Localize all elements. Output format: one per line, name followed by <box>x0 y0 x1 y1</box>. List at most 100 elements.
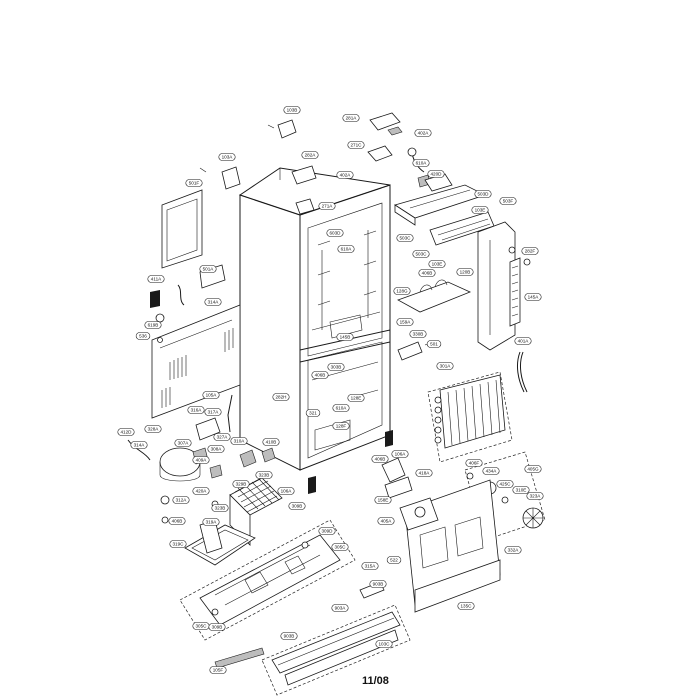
part-label-bubble <box>305 409 321 417</box>
part-label-bubble <box>524 465 542 473</box>
part-label-bubble <box>396 234 414 242</box>
part-label: 409A <box>192 456 210 464</box>
part-label-bubble <box>208 623 226 631</box>
part-label-bubble <box>301 151 319 159</box>
part-label-bubble <box>213 433 231 441</box>
part-label: 610A <box>412 159 430 167</box>
ice-maker-housing <box>477 221 531 351</box>
part-label-bubble <box>369 580 387 588</box>
part-label: 903B <box>280 632 298 640</box>
part-label-text: 145B <box>340 335 351 340</box>
part-label-text: 135C <box>461 604 473 609</box>
part-label-text: 305C <box>335 545 347 550</box>
part-label: 305C <box>331 543 349 551</box>
part-label: 319A <box>202 518 220 526</box>
part-label: 610A <box>337 245 355 253</box>
part-label: 159A <box>396 318 414 326</box>
part-label-bubble <box>336 171 354 179</box>
part-label-bubble <box>172 496 190 504</box>
part-label-text: 308A <box>211 447 223 452</box>
part-label-text: 103C <box>379 642 391 647</box>
part-label-text: 903B <box>284 634 295 639</box>
part-label: 434A <box>482 467 500 475</box>
part-label: 309D <box>318 527 336 535</box>
part-label-bubble <box>409 330 427 338</box>
part-label-bubble <box>482 467 500 475</box>
part-label: 603D <box>326 229 344 237</box>
part-label-text: 309D <box>322 529 334 534</box>
part-label: 310E <box>512 486 530 494</box>
part-label-text: 406F <box>469 461 480 466</box>
part-label: 536 <box>135 332 151 340</box>
part-label-bubble <box>377 517 395 525</box>
part-label-bubble <box>524 293 542 301</box>
part-label: 314A <box>204 298 222 306</box>
part-label: 282A <box>301 151 319 159</box>
part-label-text: 327A <box>217 435 229 440</box>
refrigerator-cabinet <box>238 167 391 471</box>
part-label-text: 301A <box>440 364 452 369</box>
part-label-text: 321 <box>309 411 317 416</box>
leveling-legs <box>308 430 393 494</box>
part-label: 323B <box>255 471 273 479</box>
part-label: 103B <box>283 106 301 114</box>
part-label-bubble <box>202 518 220 526</box>
part-label-text: 619B <box>148 323 159 328</box>
part-label: 145A <box>524 293 542 301</box>
part-label-text: 317A <box>208 410 220 415</box>
part-label-bubble <box>412 159 430 167</box>
part-label: 610A <box>332 404 350 412</box>
part-label: 401A <box>514 337 532 345</box>
part-label-text: 501A <box>203 267 215 272</box>
rear-cover-panel <box>151 304 241 419</box>
part-label: 503C <box>412 250 430 258</box>
part-label: 120B <box>456 268 474 276</box>
part-label: 315A <box>361 562 379 570</box>
part-label-bubble <box>371 455 389 463</box>
part-label: 271A <box>318 202 336 210</box>
part-label-bubble <box>204 298 222 306</box>
part-label-bubble <box>342 114 360 122</box>
part-label-text: 319A <box>206 520 218 525</box>
part-label: 405G <box>524 465 542 473</box>
part-label-bubble <box>199 265 217 273</box>
part-label: 323A <box>526 492 544 500</box>
part-label-bubble <box>209 666 227 674</box>
part-label: 420D <box>427 170 445 178</box>
part-label: 282F <box>521 247 539 255</box>
part-label-bubble <box>174 439 192 447</box>
part-label-text: 410B <box>266 440 277 445</box>
part-label: 903A <box>331 604 349 612</box>
part-label-text: 411A <box>151 277 162 282</box>
part-label-bubble <box>204 408 222 416</box>
part-label: 303B <box>327 363 345 371</box>
part-label-text: 158E <box>378 498 389 503</box>
part-label-bubble <box>412 250 430 258</box>
part-label-text: 610A <box>336 406 348 411</box>
part-label-bubble <box>327 363 345 371</box>
part-label: 903B <box>369 580 387 588</box>
part-label-text: 282F <box>525 249 536 254</box>
part-label: 128F <box>332 422 350 430</box>
part-label-text: 310E <box>516 488 527 493</box>
part-label-bubble <box>347 394 365 402</box>
part-label-text: 406B <box>375 457 386 462</box>
part-label: 501 <box>426 340 442 348</box>
part-label-bubble <box>169 540 187 548</box>
part-label-bubble <box>337 245 355 253</box>
part-label-bubble <box>347 141 365 149</box>
part-label-bubble <box>144 321 162 329</box>
part-label: 106A <box>391 450 409 458</box>
part-label-text: 406B <box>315 373 326 378</box>
part-label-bubble <box>386 556 402 564</box>
part-label: 406F <box>465 459 483 467</box>
part-label-text: 303B <box>331 365 342 370</box>
part-label-bubble <box>465 459 483 467</box>
part-label-text: 103E <box>432 262 443 267</box>
part-label-bubble <box>202 391 220 399</box>
part-label-text: 501 <box>430 342 438 347</box>
part-label: 105F <box>209 666 227 674</box>
part-label-text: 282H <box>276 395 287 400</box>
part-label-bubble <box>521 247 539 255</box>
part-label-bubble <box>436 362 454 370</box>
